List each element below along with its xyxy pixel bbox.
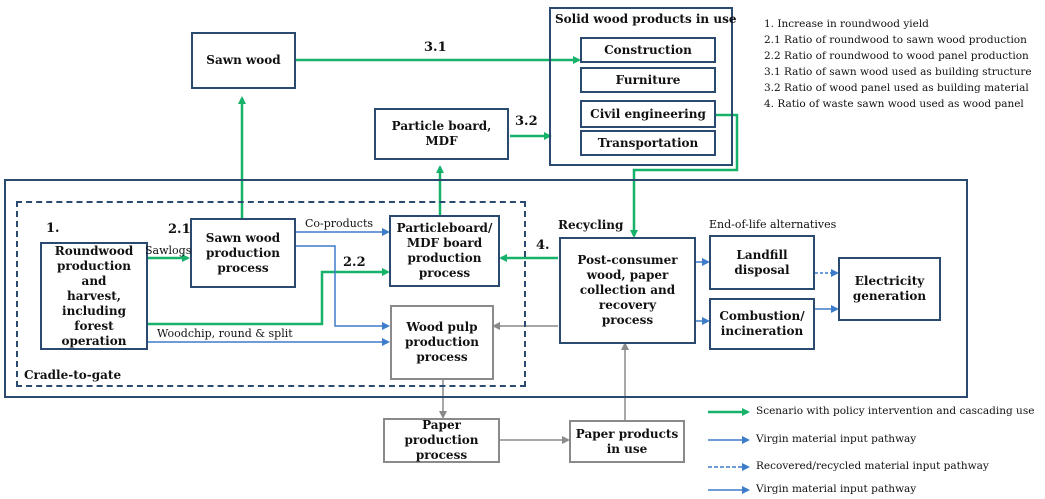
note-item: 1. Increase in roundwood yield	[764, 18, 929, 30]
civil-engineering-box: Civil engineering	[580, 100, 716, 128]
label-2-1: 2.1	[168, 222, 191, 237]
note-item: 4. Ratio of waste sawn wood used as wood…	[764, 98, 1024, 110]
particle-board-mdf-box: Particle board, MDF	[374, 108, 509, 160]
sawn-wood-process-box: Sawn wood production process	[190, 218, 296, 288]
electricity-box: Electricity generation	[838, 257, 941, 321]
outer-system-frame	[4, 179, 968, 398]
cradle-to-gate-label: Cradle-to-gate	[24, 368, 122, 382]
end-of-life-label: End-of-life alternatives	[709, 218, 837, 231]
landfill-box: Landfill disposal	[709, 235, 815, 290]
label-1: 1.	[46, 221, 60, 236]
label-2-2: 2.2	[343, 255, 366, 270]
furniture-box: Furniture	[580, 67, 716, 93]
post-consumer-box: Post-consumer wood, paper collection and…	[559, 237, 696, 344]
paper-production-box: Paper production process	[383, 418, 500, 463]
cradle-to-gate-frame	[16, 201, 526, 387]
paper-products-box: Paper products in use	[569, 420, 685, 463]
label-3-1: 3.1	[424, 40, 447, 55]
solid-wood-frame	[549, 7, 733, 166]
combustion-box: Combustion/ incineration	[709, 298, 815, 350]
note-item: 2.2 Ratio of roundwood to wood panel pro…	[764, 50, 1029, 62]
arrow-sawn-to-wood-pulp	[296, 245, 390, 330]
co-products-label: Co-products	[305, 217, 374, 230]
arrow-woodchip-to-particleboard	[148, 268, 390, 326]
solid-wood-products-title: Solid wood products in use	[555, 12, 737, 26]
roundwood-box: Roundwood production and harvest, includ…	[40, 242, 148, 350]
label-4: 4.	[536, 238, 550, 253]
recycling-label: Recycling	[558, 218, 624, 232]
sawlogs-label: Sawlogs	[145, 244, 192, 257]
note-item: 3.2 Ratio of wood panel used as building…	[764, 82, 1029, 94]
sawn-wood-box: Sawn wood	[191, 32, 296, 89]
label-3-2: 3.2	[515, 114, 538, 129]
transportation-box: Transportation	[580, 130, 716, 156]
note-item: 2.1 Ratio of roundwood to sawn wood prod…	[764, 34, 1027, 46]
arrow-civil-loop-to-recovery	[630, 113, 739, 238]
woodchip-label: Woodchip, round & split	[157, 327, 293, 340]
notes-list: 1. Increase in roundwood yield 2.1 Ratio…	[764, 16, 1032, 112]
note-item: 3.1 Ratio of sawn wood used as building …	[764, 66, 1032, 78]
wood-pulp-box: Wood pulp production process	[390, 305, 494, 380]
particleboard-process-box: Particleboard/ MDF board production proc…	[389, 215, 500, 287]
construction-box: Construction	[580, 37, 716, 63]
